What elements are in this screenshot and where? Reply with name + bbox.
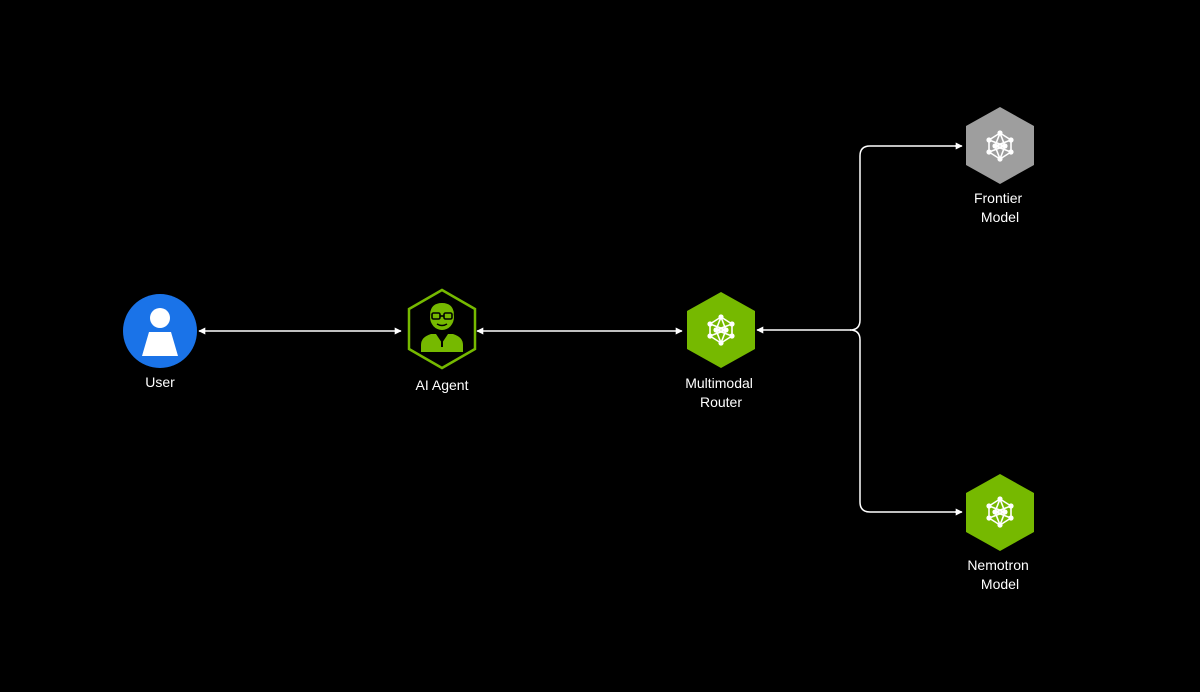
frontier-label-line1: Frontier <box>974 190 1023 206</box>
connectors <box>198 142 963 516</box>
agent-person-icon <box>421 303 463 352</box>
user-icon <box>142 308 178 356</box>
nemotron-label: Nemotron Model <box>967 557 1032 592</box>
router-node: Multimodal Router <box>685 292 757 410</box>
router-label-line1: Multimodal <box>685 375 753 391</box>
nemotron-label-line2: Model <box>981 576 1019 592</box>
frontier-label-line2: Model <box>981 209 1019 225</box>
frontier-label: Frontier Model <box>974 190 1026 225</box>
frontier-node: Frontier Model <box>966 107 1034 225</box>
user-node: User <box>123 294 197 390</box>
nemotron-label-line1: Nemotron <box>967 557 1028 573</box>
router-label: Multimodal Router <box>685 375 757 410</box>
nemotron-node: Nemotron Model <box>966 474 1034 592</box>
branch-brace-connector <box>849 145 961 513</box>
user-icon-circle <box>123 294 197 368</box>
agent-node: AI Agent <box>407 288 477 393</box>
agent-label: AI Agent <box>416 377 469 393</box>
router-label-line2: Router <box>700 394 742 410</box>
user-label: User <box>145 374 175 390</box>
agent-hexagon <box>407 288 477 370</box>
